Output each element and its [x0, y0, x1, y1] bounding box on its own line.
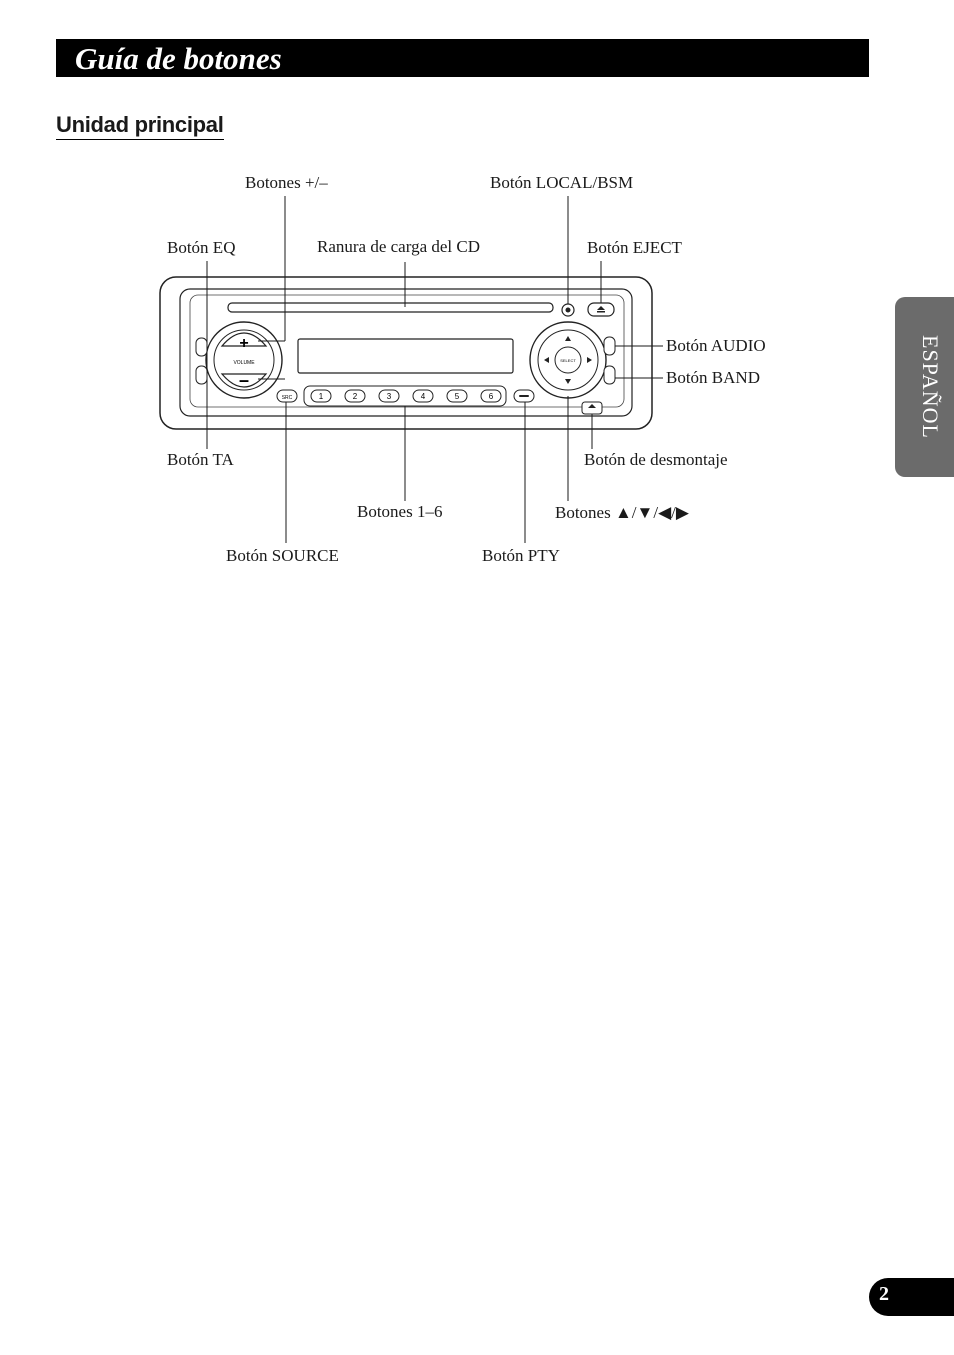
eq-button-shape [195, 337, 208, 357]
label-arrows: Botones ▲/▼/◀/▶ [555, 503, 689, 522]
page-number: 2 [879, 1283, 889, 1305]
select-text: SELECT [560, 358, 576, 363]
page-title: Guía de botones [75, 41, 282, 76]
language-tab: ESPAÑOL [895, 297, 954, 477]
preset-6-shape [480, 389, 502, 403]
section-heading: Unidad principal [56, 111, 224, 140]
title-bar: Guía de botones [56, 39, 869, 77]
preset-3-shape [378, 389, 400, 403]
preset-1-text: 1 [319, 392, 324, 401]
preset-buttons: 1 2 3 4 5 6 [310, 389, 502, 403]
preset-1-shape [310, 389, 332, 403]
label-pty: Botón PTY [482, 546, 560, 565]
select-center [554, 346, 582, 374]
arrow-right-glyph [587, 357, 592, 363]
arrow-left-glyph [544, 357, 549, 363]
label-band: Botón BAND [666, 368, 760, 387]
label-plus-minus: Botones +/– [245, 173, 328, 192]
minus-glyph: – [239, 370, 249, 390]
label-ta: Botón TA [167, 450, 234, 469]
preset-4-text: 4 [421, 392, 426, 401]
preset-6-text: 6 [489, 392, 494, 401]
local-bsm-dot [565, 307, 571, 313]
source-button-shape [276, 389, 298, 403]
label-detach: Botón de desmontaje [584, 450, 728, 469]
minus-button-shape [220, 373, 268, 388]
head-unit-diagram: + – VOLUME SELECT SRC 1 2 3 [0, 0, 954, 600]
label-local-bsm: Botón LOCAL/BSM [490, 173, 634, 192]
preset-4-shape [412, 389, 434, 403]
leader-lines [206, 196, 663, 543]
eject-icon [597, 306, 605, 313]
pty-icon [519, 395, 529, 397]
detach-icon [588, 404, 596, 408]
source-button-text: SRC [282, 395, 293, 401]
volume-text: VOLUME [233, 360, 255, 366]
preset-bar [303, 385, 507, 407]
label-source: Botón SOURCE [226, 546, 339, 565]
label-cd-slot: Ranura de carga del CD [317, 237, 481, 256]
preset-2-shape [344, 389, 366, 403]
preset-3-text: 3 [387, 392, 392, 401]
label-eq: Botón EQ [167, 238, 236, 257]
label-presets: Botones 1–6 [357, 502, 443, 521]
plus-button-shape [220, 332, 268, 347]
preset-5-shape [446, 389, 468, 403]
display-window [297, 338, 514, 374]
band-button-shape [603, 365, 616, 385]
label-audio: Botón AUDIO [666, 336, 766, 355]
arrow-down-glyph [565, 379, 571, 384]
label-eject: Botón EJECT [587, 238, 682, 257]
cd-slot [227, 302, 554, 313]
plus-glyph: + [239, 335, 248, 352]
preset-2-text: 2 [353, 392, 358, 401]
preset-5-text: 5 [455, 392, 460, 401]
head-unit-illustration: + – VOLUME SELECT SRC 1 2 3 [159, 196, 663, 543]
ta-button-shape [195, 365, 208, 385]
audio-button-shape [603, 336, 616, 356]
page-number-tab: 2 [869, 1278, 954, 1316]
arrow-up-glyph [565, 336, 571, 341]
